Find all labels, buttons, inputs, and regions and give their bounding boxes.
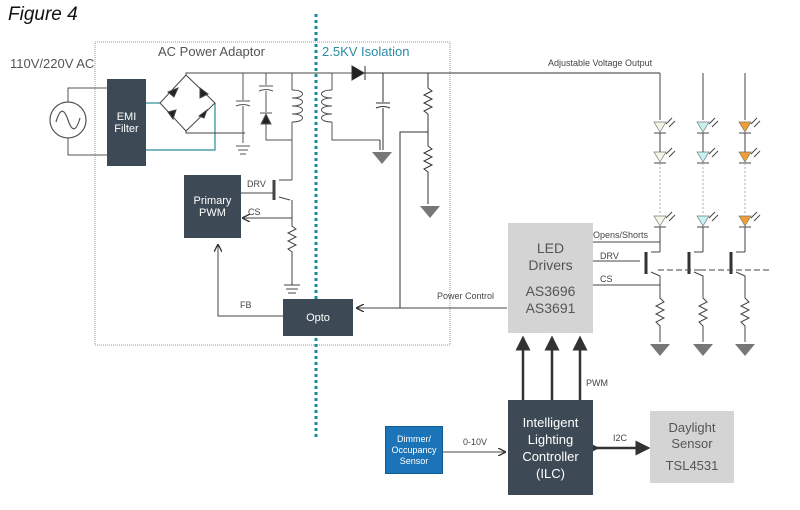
led-drivers-line4: AS3691 bbox=[525, 299, 576, 316]
ac-source-icon bbox=[49, 87, 108, 156]
primary-pwm-block: Primary PWM bbox=[184, 175, 241, 238]
led-icon bbox=[738, 117, 761, 134]
dimmer-occupancy-sensor-block: Dimmer/ Occupancy Sensor bbox=[385, 426, 443, 474]
transformer-icon bbox=[291, 72, 380, 180]
daylight-sensor-line3: TSL4531 bbox=[665, 458, 719, 473]
fb-label: FB bbox=[240, 300, 252, 310]
primary-drv-label: DRV bbox=[247, 179, 266, 189]
dimmer-sensor-line2: Occupancy bbox=[391, 444, 437, 455]
bridge-rectifier-icon bbox=[159, 72, 400, 134]
led-icon bbox=[653, 117, 676, 134]
ac-adaptor-boundary bbox=[94, 41, 451, 346]
ac-input-label: 110V/220V AC bbox=[10, 56, 95, 71]
led-cs-label: CS bbox=[600, 274, 613, 284]
power-control-label: Power Control bbox=[437, 291, 495, 301]
led-drv-label: DRV bbox=[600, 251, 619, 261]
ground-icon bbox=[735, 344, 755, 356]
primary-pwm-line1: Primary bbox=[193, 194, 232, 207]
led-icon bbox=[653, 211, 676, 228]
led-drivers-line3: AS3696 bbox=[525, 282, 576, 299]
dimmer-sensor-line1: Dimmer/ bbox=[397, 433, 431, 444]
ilc-block: Intelligent Lighting Controller (ILC) bbox=[508, 400, 593, 495]
ac-power-adaptor-label: AC Power Adaptor bbox=[158, 44, 265, 59]
led-drivers-block: LED Drivers AS3696 AS3691 bbox=[508, 223, 593, 333]
led-icon bbox=[738, 147, 761, 164]
led-drivers-line2: Drivers bbox=[528, 256, 573, 273]
daylight-sensor-line2: Sensor bbox=[671, 436, 713, 451]
primary-pwm-line2: PWM bbox=[199, 206, 226, 219]
led-icon bbox=[696, 147, 719, 164]
pwm-label: PWM bbox=[586, 378, 608, 388]
daylight-sensor-block: Daylight Sensor TSL4531 bbox=[650, 411, 734, 483]
led-icon bbox=[696, 117, 719, 134]
isolation-label: 2.5KV Isolation bbox=[322, 44, 410, 59]
led-string-orange bbox=[729, 73, 761, 356]
led-icon bbox=[696, 211, 719, 228]
ground-icon bbox=[693, 344, 713, 356]
adjustable-output-label: Adjustable Voltage Output bbox=[548, 58, 653, 68]
emi-filter-block: EMI Filter bbox=[107, 79, 146, 166]
primary-cs-label: CS bbox=[248, 207, 261, 217]
led-icon bbox=[653, 147, 676, 164]
led-string-white bbox=[644, 73, 676, 356]
daylight-sensor-line1: Daylight bbox=[668, 420, 716, 435]
led-icon bbox=[738, 211, 761, 228]
emi-filter-line1: EMI bbox=[116, 110, 137, 123]
led-drivers-line1: LED bbox=[536, 239, 565, 256]
ilc-line2: Lighting bbox=[527, 431, 574, 447]
ilc-line3: Controller bbox=[522, 448, 579, 464]
ilc-line4: (ILC) bbox=[536, 465, 565, 481]
led-string-cyan bbox=[687, 73, 719, 356]
opens-shorts-label: Opens/Shorts bbox=[593, 230, 649, 240]
dimmer-sensor-line3: Sensor bbox=[399, 455, 429, 466]
opto-line1: Opto bbox=[306, 311, 330, 324]
opto-block: Opto bbox=[283, 299, 353, 336]
figure-title: Figure 4 bbox=[8, 4, 78, 25]
emi-filter-line2: Filter bbox=[114, 122, 139, 135]
ilc-line1: Intelligent bbox=[522, 414, 579, 430]
zero-ten-v-label: 0-10V bbox=[463, 437, 488, 447]
i2c-label: I2C bbox=[613, 433, 628, 443]
ground-icon bbox=[650, 344, 670, 356]
